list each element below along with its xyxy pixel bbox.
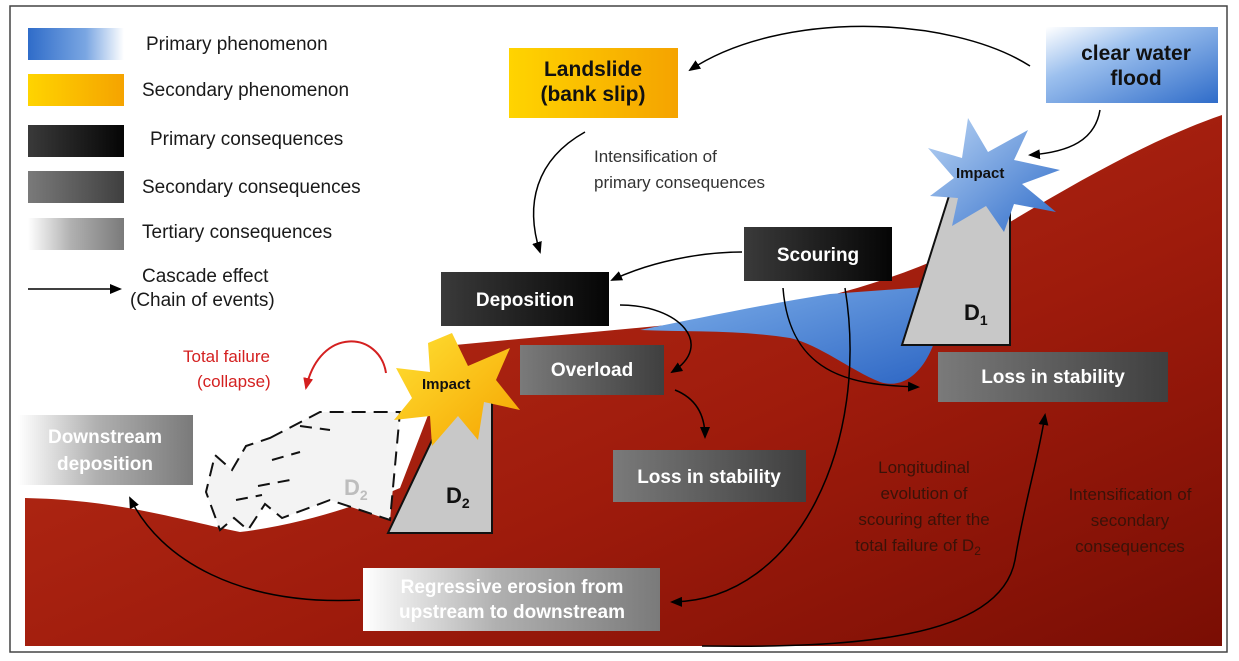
river-water bbox=[640, 286, 940, 384]
note-intensification-secondary-2: secondary bbox=[1091, 511, 1170, 530]
legend-swatch-secondary-consequences bbox=[28, 171, 124, 203]
box-clear-water-flood-line1: clear water bbox=[1081, 42, 1191, 65]
arrow-landslide-to-deposition bbox=[532, 131, 586, 254]
box-regressive-line1: Regressive erosion from bbox=[401, 577, 624, 598]
box-landslide-line1: Landslide bbox=[544, 58, 642, 81]
box-regressive-line2: upstream to downstream bbox=[399, 602, 625, 623]
legend-swatch-tertiary-consequences bbox=[28, 218, 124, 250]
note-longitudinal-1: Longitudinal bbox=[878, 458, 970, 477]
collapsed-d2-fragments bbox=[204, 411, 402, 532]
arrow-flood-to-landslide bbox=[688, 25, 1031, 72]
legend-swatch-primary-phenomenon bbox=[28, 28, 124, 60]
box-deposition-label: Deposition bbox=[476, 290, 574, 311]
note-total-failure-2: (collapse) bbox=[197, 372, 271, 391]
arrow-flood-to-impact bbox=[1028, 109, 1101, 160]
legend-label-cascade-2: (Chain of events) bbox=[130, 290, 275, 311]
box-loss-stability-mid bbox=[613, 450, 806, 502]
box-scouring bbox=[744, 227, 892, 281]
note-intensification-secondary-1: Intensification of bbox=[1069, 485, 1192, 504]
box-loss-stability-right bbox=[938, 352, 1168, 402]
box-landslide bbox=[509, 48, 678, 118]
arrow-scouring-to-loss-right bbox=[782, 287, 920, 392]
note-intensification-primary-1: Intensification of bbox=[594, 147, 717, 166]
impact-star-lower bbox=[394, 333, 520, 446]
legend-swatch-secondary-phenomenon bbox=[28, 74, 124, 106]
box-scouring-label: Scouring bbox=[777, 245, 859, 266]
arrow-total-failure bbox=[303, 340, 387, 390]
arrow-scouring-to-regressive bbox=[670, 287, 851, 607]
arrow-regressive-to-loss-right bbox=[701, 413, 1049, 647]
box-clear-water-flood-line2: flood bbox=[1110, 67, 1161, 90]
box-overload-label: Overload bbox=[551, 360, 633, 381]
box-loss-stability-right-label: Loss in stability bbox=[981, 367, 1125, 388]
note-longitudinal-3: scouring after the bbox=[858, 510, 989, 529]
legend-label-tertiary-consequences: Tertiary consequences bbox=[142, 222, 332, 243]
arrow-scouring-to-deposition bbox=[610, 251, 743, 281]
impact-label-lower: Impact bbox=[422, 376, 470, 393]
legend-label-secondary-consequences: Secondary consequences bbox=[142, 177, 361, 198]
legend-swatch-primary-consequences bbox=[28, 125, 124, 157]
legend-label-primary-phenomenon: Primary phenomenon bbox=[146, 34, 328, 55]
arrow-deposition-to-overload bbox=[619, 304, 692, 374]
arrow-regressive-to-downstream bbox=[129, 496, 361, 602]
ghost-d2-label: D2 bbox=[344, 475, 368, 503]
dam-d2-label: D2 bbox=[446, 483, 470, 511]
note-longitudinal-2: evolution of bbox=[881, 484, 968, 503]
box-downstream-line2: deposition bbox=[57, 454, 153, 475]
legend-label-cascade-1: Cascade effect bbox=[142, 266, 269, 287]
box-loss-stability-mid-label: Loss in stability bbox=[637, 467, 781, 488]
box-downstream-deposition bbox=[18, 415, 193, 485]
box-downstream-line1: Downstream bbox=[48, 427, 162, 448]
arrow-overload-to-loss-mid bbox=[674, 389, 710, 439]
impact-label-upper: Impact bbox=[956, 165, 1004, 182]
dam-d1-label: D1 bbox=[964, 300, 988, 328]
note-longitudinal-4: total failure of D2 bbox=[855, 536, 981, 558]
box-landslide-line2: (bank slip) bbox=[540, 83, 645, 106]
legend-label-primary-consequences: Primary consequences bbox=[150, 129, 343, 150]
impact-star-upper bbox=[928, 118, 1060, 232]
note-intensification-primary-2: primary consequences bbox=[594, 173, 765, 192]
box-overload bbox=[520, 345, 664, 395]
box-regressive-erosion bbox=[363, 568, 660, 631]
box-deposition bbox=[441, 272, 609, 326]
legend-label-secondary-phenomenon: Secondary phenomenon bbox=[142, 80, 349, 101]
box-clear-water-flood bbox=[1046, 27, 1218, 103]
note-total-failure-1: Total failure bbox=[183, 347, 270, 366]
note-intensification-secondary-3: consequences bbox=[1075, 537, 1185, 556]
